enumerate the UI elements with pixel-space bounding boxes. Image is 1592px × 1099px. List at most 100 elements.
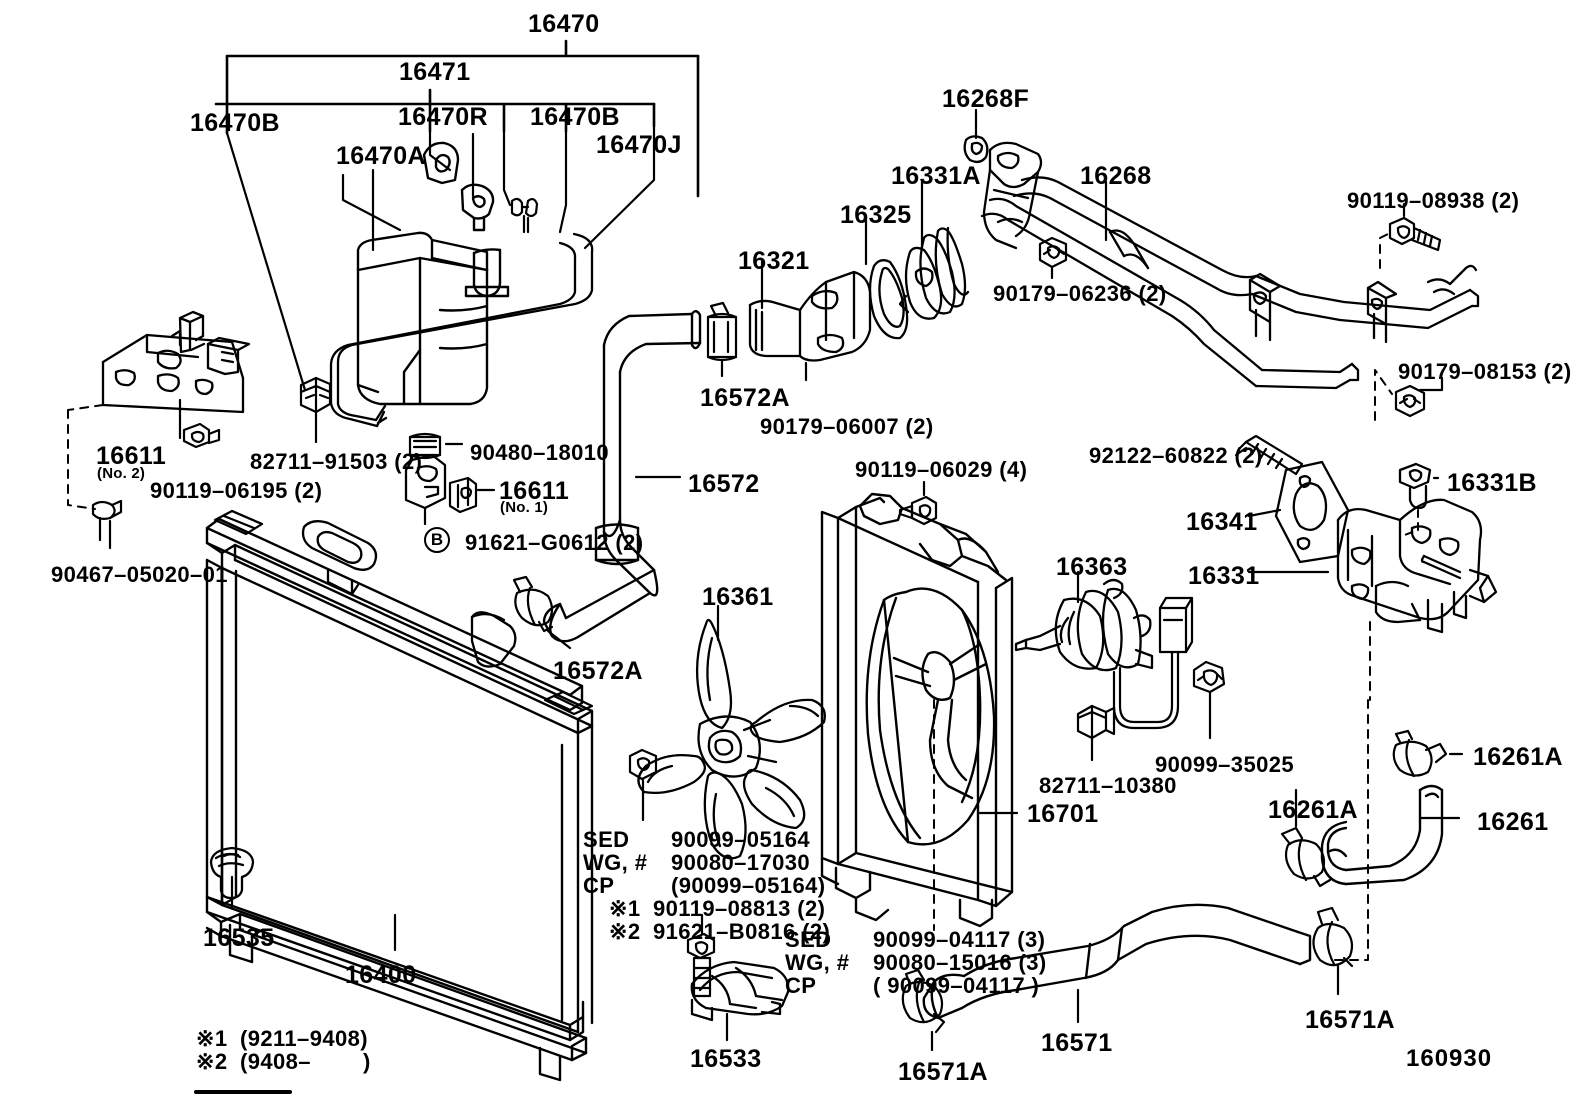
part-label-16701: 16701 [1027, 800, 1099, 828]
clamp-16261A-left [1280, 826, 1332, 888]
note-fan-star-value: 91621–B0816 (2) [653, 919, 831, 945]
part-label-16261a: 16261A [1473, 743, 1563, 771]
part-label-16325: 16325 [840, 201, 912, 229]
part-label-16361: 16361 [702, 583, 774, 611]
stud-92122-60822 [1238, 434, 1304, 476]
note-shroud-row: CP( 90099–04117 ) [785, 974, 1047, 997]
nut-90179-08153 [1394, 384, 1426, 418]
part-label-no2: (No. 2) [97, 465, 146, 482]
part-label-16261a: 16261A [1268, 796, 1358, 824]
legend-block: ※1(9211–9408)※2(9408– ) [196, 1027, 371, 1073]
note-fan-grade: CP [583, 873, 615, 899]
cooling-fan-16361 [637, 618, 826, 860]
note-shroud-grade: CP [785, 973, 817, 999]
radiator-outlet-neck [470, 611, 517, 668]
part-label-16261: 16261 [1477, 808, 1549, 836]
note-fan-grade: SED [583, 827, 630, 852]
gasket-16325 [868, 259, 909, 340]
part-label-16572a: 16572A [700, 384, 790, 412]
bracket-16611-no2 [101, 310, 251, 414]
drain-cock-16535 [209, 846, 255, 900]
part-label-9009935025: 90099–35025 [1155, 752, 1294, 777]
part-label-16470b: 16470B [530, 103, 620, 131]
gasket-16341 [1274, 460, 1350, 564]
part-label-8271110380: 82711–10380 [1039, 773, 1177, 798]
part-label-16321: 16321 [738, 247, 810, 275]
note-shroud-value: 90099–04117 (3) [873, 927, 1046, 952]
nut-90179-06236 [1038, 236, 1068, 269]
part-label-16400: 16400 [345, 961, 417, 989]
part-label-92122608222: 92122–60822 (2) [1089, 443, 1263, 468]
part-label-16470b: 16470B [190, 109, 280, 137]
bracket-16470 [214, 39, 700, 198]
part-label-16611: 16611 [499, 477, 570, 505]
part-label-16471: 16471 [399, 58, 471, 86]
dashed-16611-no2 [67, 409, 96, 510]
legend-date-range: (9211–9408) [240, 1026, 368, 1051]
fan-shroud-16701 [820, 492, 1014, 928]
note-shroud-grade: SED [785, 927, 832, 952]
part-label-90179062362: 90179–06236 (2) [993, 281, 1167, 306]
water-outlet-16321 [748, 270, 872, 362]
part-label-16571a: 16571A [1305, 1006, 1395, 1034]
part-label-16470j: 16470J [596, 131, 682, 159]
part-label-904670502001: 90467–05020–01 [51, 562, 228, 587]
part-label-16572: 16572 [688, 470, 760, 498]
radiator-top-hose-fittings [213, 509, 594, 716]
fan-motor-16363 [1014, 578, 1154, 672]
part-label-no1: (No. 1) [500, 499, 549, 516]
note-shroud-row: WG, # 90080–15016 (3) [785, 951, 1047, 974]
part-label-82711915032: 82711–91503 (2) [250, 449, 423, 474]
part-label-90119089382: 90119–08938 (2) [1347, 188, 1520, 213]
hose-16571 [922, 903, 1312, 1020]
clamp-16572A-upper [706, 301, 738, 362]
part-label-90179060072: 90179–06007 (2) [760, 414, 934, 439]
clip-90467-05020 [91, 499, 123, 542]
note-shroud-value: 90080–15016 (3) [873, 950, 1047, 976]
bracket-16611-no1 [404, 453, 447, 510]
clamp-82711-10380 [1076, 704, 1116, 740]
part-label-16331b: 16331B [1447, 469, 1537, 497]
radiator-cap [301, 520, 378, 596]
part-label-16331: 16331 [1188, 562, 1260, 590]
part-label-16268: 16268 [1080, 162, 1152, 190]
part-label-16611: 16611 [96, 442, 167, 470]
nut-90119-08813 [628, 748, 658, 781]
clip-90099-35025 [1192, 660, 1226, 694]
clamp-82711-91503 [299, 376, 332, 414]
part-label-16533: 16533 [690, 1045, 762, 1073]
legend-row: ※2(9408– ) [196, 1050, 371, 1073]
reservoir-hoses [329, 232, 594, 428]
note-fan-star-marker: ※2 [609, 919, 641, 945]
bolt-90119-08938 [1388, 216, 1442, 252]
note-fan-row: SED 90099–05164 [583, 828, 830, 851]
part-label-16470: 16470 [528, 10, 600, 38]
part-label-16331a: 16331A [891, 162, 981, 190]
clamp-16571A-right [1312, 906, 1354, 968]
note-fan-star-value: 90119–08813 (2) [653, 896, 826, 922]
callout-b-marker: B [424, 527, 450, 553]
clip-16470J [510, 197, 539, 234]
plug-16331B [1398, 462, 1432, 510]
radiator-16400 [205, 517, 594, 1082]
bolt-90119-06029 [898, 495, 938, 526]
note-shroud-grade: WG, # [785, 950, 850, 976]
plug-16268F [963, 135, 989, 164]
note-fan-value: 90099–05164 [671, 827, 810, 852]
part-label-16268f: 16268F [942, 85, 1030, 113]
legend-star-marker: ※2 [196, 1049, 228, 1075]
part-label-90119060294: 90119–06029 (4) [855, 457, 1028, 482]
part-label-91621g06122: 91621–G0612 (2) [465, 530, 644, 555]
part-label-90179081532: 90179–08153 (2) [1398, 359, 1572, 384]
note-fan-value: 90080–17030 [671, 850, 810, 876]
diagram-code: 160930 [1406, 1045, 1493, 1072]
bolt-90119-06195 [182, 422, 221, 449]
clamp-16571A-left [901, 968, 946, 1034]
part-label-90119061952: 90119–06195 (2) [150, 478, 323, 503]
part-16470A [460, 183, 495, 232]
part-label-16535: 16535 [203, 924, 275, 952]
part-label-16571: 16571 [1041, 1029, 1113, 1057]
